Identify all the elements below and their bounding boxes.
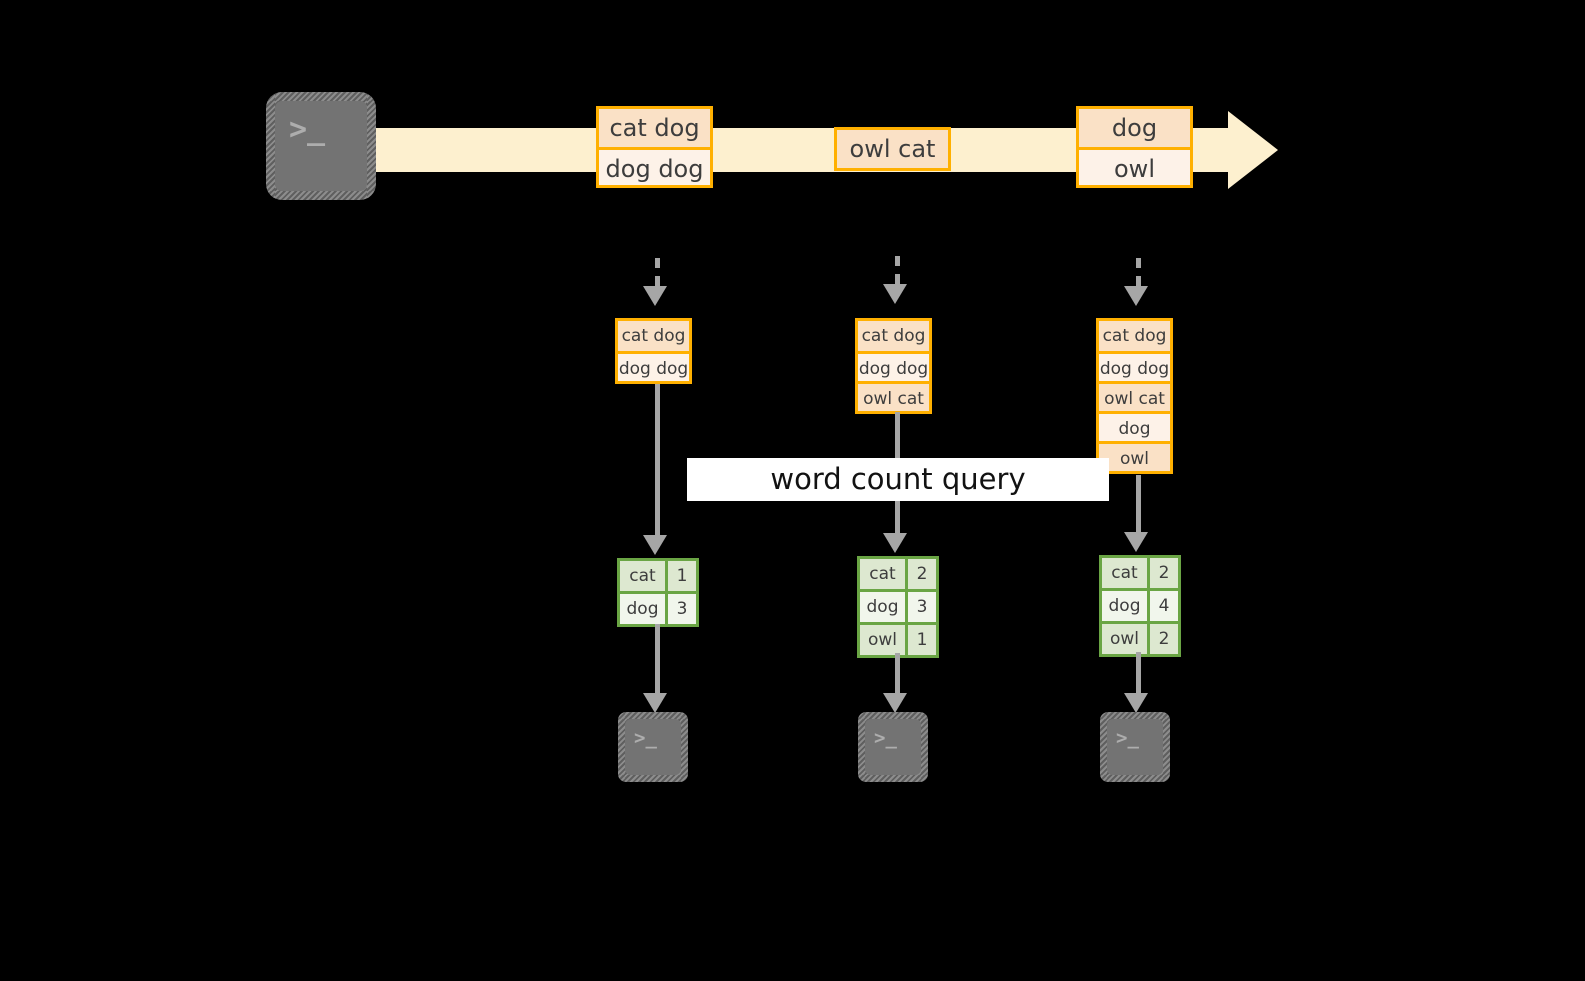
stream-record: dog dog xyxy=(599,147,710,185)
result-to-sink-connector-3 xyxy=(1136,652,1141,693)
arrowhead-icon xyxy=(1124,286,1148,306)
stream-record: cat dog xyxy=(599,109,710,147)
stream-record: owl xyxy=(1079,147,1190,185)
snapshot-to-result-connector-3 xyxy=(1136,475,1141,532)
stream-to-snapshot-connector-3 xyxy=(1136,258,1141,286)
result-table-3: cat 2 dog 4 owl 2 xyxy=(1099,555,1181,657)
terminal-prompt-glyph: >_ xyxy=(874,727,897,749)
result-table-2: cat 2 dog 3 owl 1 xyxy=(857,556,939,658)
terminal-screen xyxy=(865,719,921,775)
table-row: owl 2 xyxy=(1102,621,1178,654)
terminal-screen xyxy=(1107,719,1163,775)
stream-record-group-1: cat dog dog dog xyxy=(596,106,713,188)
result-word: cat xyxy=(1102,558,1150,588)
result-count: 2 xyxy=(1150,624,1178,654)
snapshot-records-2: cat dog dog dog owl cat xyxy=(855,318,932,414)
table-row: dog 3 xyxy=(620,591,696,624)
arrowhead-icon xyxy=(883,693,907,713)
snapshot-record: dog dog xyxy=(858,351,929,381)
result-word: cat xyxy=(620,561,668,591)
arrowhead-icon xyxy=(643,286,667,306)
snapshot-records-3: cat dog dog dog owl cat dog owl xyxy=(1096,318,1173,474)
terminal-screen xyxy=(625,719,681,775)
result-table-1: cat 1 dog 3 xyxy=(617,558,699,627)
snapshot-record: cat dog xyxy=(1099,321,1170,351)
result-count: 1 xyxy=(908,625,936,655)
table-row: cat 2 xyxy=(1102,558,1178,588)
sink-terminal-icon-3[interactable]: >_ xyxy=(1100,712,1170,782)
snapshot-record: dog dog xyxy=(618,351,689,381)
stream-record-group-2: owl cat xyxy=(834,127,951,171)
arrowhead-icon xyxy=(883,284,907,304)
result-word: dog xyxy=(1102,591,1150,621)
table-row: cat 2 xyxy=(860,559,936,589)
table-row: cat 1 xyxy=(620,561,696,591)
result-count: 1 xyxy=(668,561,696,591)
stream-record-group-3: dog owl xyxy=(1076,106,1193,188)
result-word: dog xyxy=(620,594,668,624)
sink-terminal-icon-2[interactable]: >_ xyxy=(858,712,928,782)
result-count: 2 xyxy=(908,559,936,589)
result-to-sink-connector-1 xyxy=(655,624,660,693)
terminal-screen xyxy=(275,101,367,191)
snapshot-record: cat dog xyxy=(858,321,929,351)
stream-arrowhead-icon xyxy=(1228,111,1278,189)
arrowhead-icon xyxy=(643,535,667,555)
snapshot-record: owl cat xyxy=(1099,381,1170,411)
terminal-prompt-glyph: >_ xyxy=(289,112,326,147)
result-count: 3 xyxy=(668,594,696,624)
result-to-sink-connector-2 xyxy=(895,653,900,693)
result-count: 4 xyxy=(1150,591,1178,621)
table-row: owl 1 xyxy=(860,622,936,655)
arrowhead-icon xyxy=(1124,693,1148,713)
stream-record: dog xyxy=(1079,109,1190,147)
sink-terminal-icon-1[interactable]: >_ xyxy=(618,712,688,782)
snapshot-record: owl xyxy=(1099,441,1170,471)
terminal-prompt-glyph: >_ xyxy=(1116,727,1139,749)
result-word: dog xyxy=(860,592,908,622)
source-terminal-icon[interactable]: >_ xyxy=(266,92,376,200)
snapshot-records-1: cat dog dog dog xyxy=(615,318,692,384)
snapshot-record: owl cat xyxy=(858,381,929,411)
snapshot-to-result-connector-1 xyxy=(655,384,660,535)
stream-record: owl cat xyxy=(837,130,948,168)
arrowhead-icon xyxy=(883,533,907,553)
result-word: owl xyxy=(1102,624,1150,654)
snapshot-record: dog xyxy=(1099,411,1170,441)
stream-to-snapshot-connector-1 xyxy=(655,258,660,286)
terminal-prompt-glyph: >_ xyxy=(634,727,657,749)
result-word: cat xyxy=(860,559,908,589)
stream-to-snapshot-connector-2 xyxy=(895,256,900,284)
table-row: dog 4 xyxy=(1102,588,1178,621)
result-count: 3 xyxy=(908,592,936,622)
snapshot-record: cat dog xyxy=(618,321,689,351)
table-row: dog 3 xyxy=(860,589,936,622)
query-label-banner: word count query xyxy=(687,458,1109,501)
arrowhead-icon xyxy=(643,693,667,713)
snapshot-record: dog dog xyxy=(1099,351,1170,381)
result-count: 2 xyxy=(1150,558,1178,588)
arrowhead-icon xyxy=(1124,532,1148,552)
result-word: owl xyxy=(860,625,908,655)
